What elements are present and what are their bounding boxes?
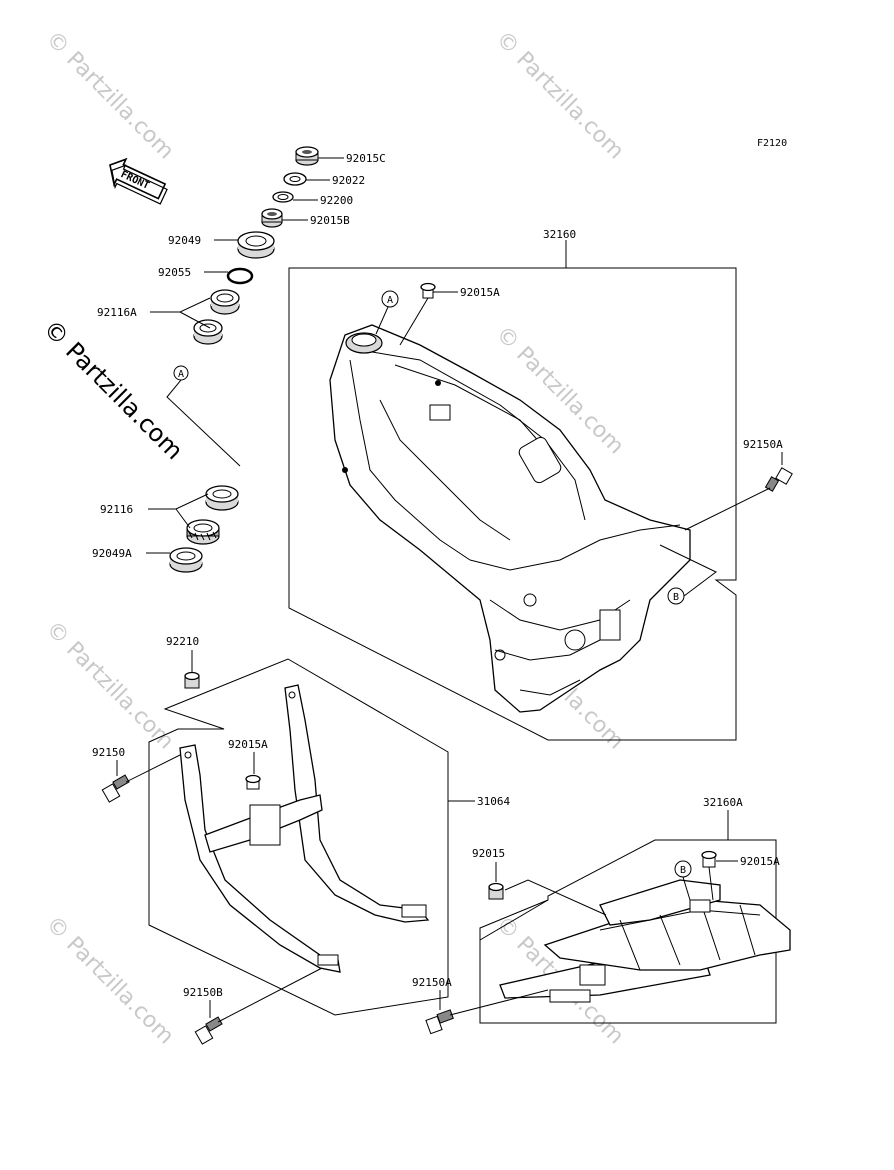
figure-code: F2120 xyxy=(757,138,787,149)
race-92116-icon xyxy=(205,485,239,511)
label-92015a-mid: 92015A xyxy=(228,738,268,751)
label-92055: 92055 xyxy=(158,266,191,279)
label-32160: 32160 xyxy=(543,228,576,241)
downtube-group: 31064 92210 92150 92015A xyxy=(92,635,510,1045)
label-92015: 92015 xyxy=(472,847,505,860)
washer-92022-icon xyxy=(283,172,307,186)
watermark-dark: © Partzilla.com xyxy=(38,314,189,465)
bolt-92150a-bottom-icon xyxy=(425,1009,454,1035)
label-92015a-bottom: 92015A xyxy=(740,855,780,868)
seal-92049-icon xyxy=(237,231,275,259)
callout-a-frame xyxy=(381,290,399,308)
race-92116a-upper-icon xyxy=(210,289,240,315)
subframe-icon xyxy=(499,879,791,1003)
main-frame-icon xyxy=(329,324,691,713)
label-92200: 92200 xyxy=(320,194,353,207)
callout-a-left-text: A xyxy=(178,369,184,380)
nut-92210-icon xyxy=(184,671,200,689)
race-92116a-lower-icon xyxy=(193,319,223,345)
oring-92055-icon xyxy=(226,267,254,285)
label-92015a-top: 92015A xyxy=(460,286,500,299)
callout-b-frame-text: B xyxy=(673,592,679,603)
main-frame-group: 32160 92015A xyxy=(288,228,793,741)
seal-92049a-icon xyxy=(169,547,203,573)
label-92150a-right: 92150A xyxy=(743,438,783,451)
bolt-92150-icon xyxy=(101,774,130,803)
label-92049a: 92049A xyxy=(92,547,132,560)
watermark: © Partzilla.com xyxy=(41,27,179,165)
label-31064: 31064 xyxy=(477,795,510,808)
plug-92015a-mid-icon xyxy=(245,774,261,790)
bearing-92116-icon xyxy=(186,519,220,545)
plug-92015a-bottom-icon xyxy=(701,850,717,868)
label-92049: 92049 xyxy=(168,234,201,247)
label-92210: 92210 xyxy=(166,635,199,648)
subframe-group: 32160A 92015 B 92015 xyxy=(412,796,791,1035)
label-92150: 92150 xyxy=(92,746,125,759)
label-92015b: 92015B xyxy=(310,214,350,227)
watermark: © Partzilla.com xyxy=(41,912,179,1050)
label-32160a: 32160A xyxy=(703,796,743,809)
downtube-icon xyxy=(179,684,430,973)
label-92150b: 92150B xyxy=(183,986,223,999)
label-92150a-bottom: 92150A xyxy=(412,976,452,989)
label-92015c: 92015C xyxy=(346,152,386,165)
nut-92015c-icon xyxy=(295,146,319,166)
steering-bearing-parts: 92015C 92022 92200 92015B xyxy=(92,146,386,573)
callout-a-frame-text: A xyxy=(387,295,393,306)
label-92022: 92022 xyxy=(332,174,365,187)
callout-b-subframe-text: B xyxy=(680,865,686,876)
bolt-92150b-icon xyxy=(194,1016,223,1045)
bolt-92150a-right-icon xyxy=(764,467,793,492)
label-92116a: 92116A xyxy=(97,306,137,319)
nut-92015-icon xyxy=(488,882,504,900)
label-92116: 92116 xyxy=(100,503,133,516)
washer-92200-icon xyxy=(272,191,294,203)
watermark: © Partzilla.com xyxy=(491,27,629,165)
watermark: © Partzilla.com xyxy=(41,617,179,755)
nut-92015b-icon xyxy=(261,208,283,228)
plug-92015a-top-icon xyxy=(420,282,436,299)
